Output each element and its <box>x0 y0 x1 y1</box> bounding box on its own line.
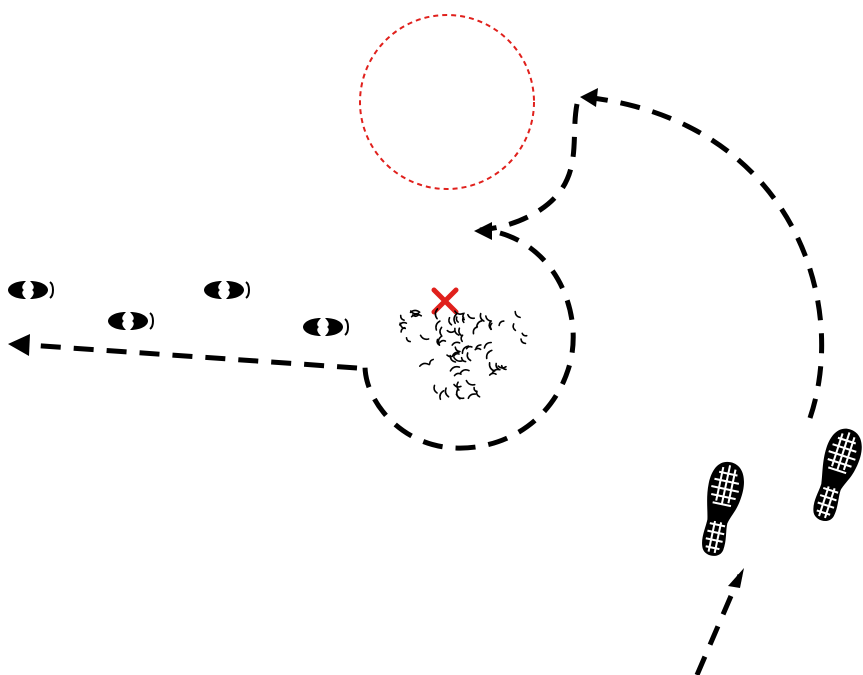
ground-mark <box>411 314 419 318</box>
ground-mark <box>465 379 476 386</box>
ground-mark <box>439 339 447 344</box>
ground-mark <box>465 345 473 350</box>
ground-mark <box>454 346 461 353</box>
loop-path <box>362 230 576 451</box>
hoofprint-icon <box>203 280 250 300</box>
ground-mark <box>405 337 411 343</box>
ground-mark <box>461 316 465 324</box>
ground-mark <box>399 314 405 321</box>
exit-arrow-icon <box>8 334 30 356</box>
ground-mark <box>485 349 493 360</box>
connector-arrow-icon <box>474 222 492 240</box>
hoofprint-icon <box>7 280 54 300</box>
ground-mark <box>409 309 421 314</box>
bootprint-icon <box>803 423 863 527</box>
hoofprint-icon <box>107 311 154 331</box>
ground-mark <box>483 341 492 349</box>
ground-mark <box>473 386 478 393</box>
ground-mark <box>498 320 505 327</box>
ground-mark <box>453 356 464 362</box>
ground-mark <box>512 323 517 332</box>
disturbed-ground-icon <box>398 308 528 401</box>
hoofprint-icon <box>302 317 349 337</box>
ground-mark <box>451 341 461 346</box>
ground-mark <box>435 320 441 331</box>
ground-mark <box>455 393 465 400</box>
ground-mark <box>467 313 475 320</box>
ground-mark <box>458 327 463 337</box>
approach-arrow-icon <box>728 568 744 588</box>
ground-mark <box>485 315 493 322</box>
ground-mark <box>461 345 470 355</box>
ground-mark <box>521 332 528 337</box>
circling-arrow-icon <box>580 88 598 107</box>
ground-mark <box>448 316 453 326</box>
ground-mark <box>497 365 507 369</box>
ground-mark <box>462 312 465 321</box>
ground-mark <box>489 322 493 331</box>
ground-mark <box>439 390 445 401</box>
ground-mark <box>433 384 438 394</box>
connector-path <box>479 103 580 233</box>
ground-mark <box>488 372 497 376</box>
ground-mark <box>475 320 483 329</box>
ground-mark <box>444 387 450 398</box>
ground-mark <box>520 338 527 345</box>
ground-mark <box>479 312 485 322</box>
ground-mark <box>495 362 500 370</box>
approach-path <box>694 574 743 675</box>
ground-mark <box>474 347 482 351</box>
target-circle <box>359 14 535 190</box>
ground-mark <box>428 358 434 365</box>
circling-path <box>584 94 825 419</box>
ground-mark <box>437 335 442 346</box>
ground-mark <box>453 312 458 325</box>
ground-mark <box>400 326 406 333</box>
ground-mark <box>460 334 464 343</box>
ground-mark <box>419 334 430 341</box>
ground-mark <box>453 383 462 388</box>
ground-mark <box>467 393 477 400</box>
ground-mark <box>449 365 461 372</box>
ground-mark <box>455 316 459 323</box>
ground-mark <box>454 310 464 315</box>
ground-mark <box>454 327 460 336</box>
exit-path <box>27 342 358 371</box>
ground-mark <box>398 321 408 326</box>
ground-mark <box>514 310 521 319</box>
ground-mark <box>459 369 470 374</box>
ground-mark <box>434 308 439 320</box>
ground-mark <box>419 362 430 367</box>
bootprint-icon <box>693 457 750 561</box>
ground-mark <box>466 352 472 362</box>
ground-mark <box>453 372 462 377</box>
ground-mark <box>446 354 455 358</box>
ground-mark <box>446 329 455 334</box>
ground-mark <box>439 326 443 337</box>
